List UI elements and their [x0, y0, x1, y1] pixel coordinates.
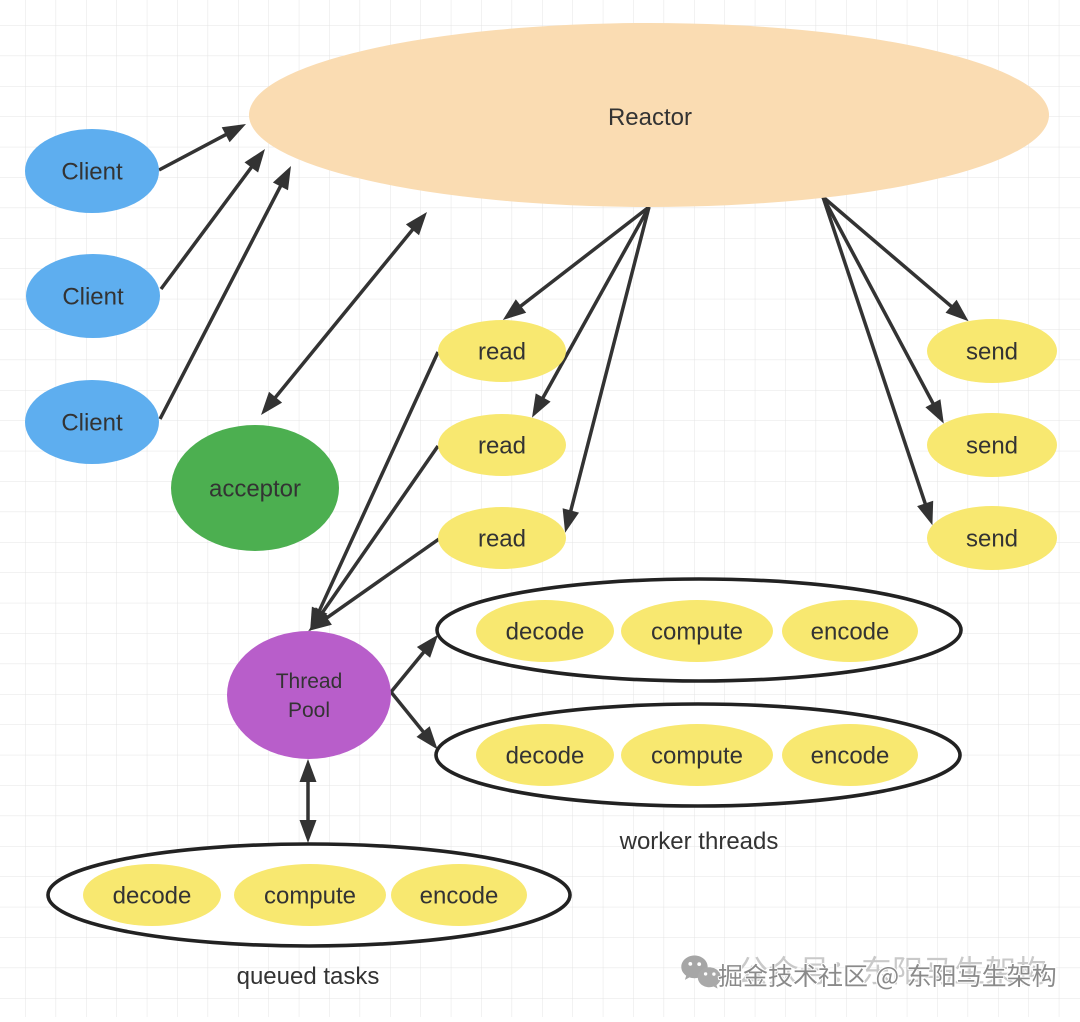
- svg-text:compute: compute: [264, 882, 356, 909]
- svg-text:encode: encode: [811, 618, 890, 645]
- svg-text:Reactor: Reactor: [608, 104, 692, 131]
- svg-text:read: read: [478, 525, 526, 552]
- svg-text:decode: decode: [506, 742, 585, 769]
- svg-text:encode: encode: [811, 742, 890, 769]
- svg-text:Client: Client: [61, 158, 123, 185]
- svg-text:send: send: [966, 432, 1018, 459]
- svg-text:queued tasks: queued tasks: [237, 963, 380, 990]
- svg-text:acceptor: acceptor: [209, 475, 301, 502]
- svg-text:Pool: Pool: [288, 699, 330, 722]
- svg-text:worker threads: worker threads: [619, 828, 779, 855]
- svg-text:Thread: Thread: [276, 670, 343, 693]
- svg-text:compute: compute: [651, 742, 743, 769]
- svg-text:read: read: [478, 432, 526, 459]
- svg-text:send: send: [966, 525, 1018, 552]
- svg-text:send: send: [966, 338, 1018, 365]
- svg-text:encode: encode: [420, 882, 499, 909]
- svg-text:Client: Client: [62, 283, 124, 310]
- svg-text:Client: Client: [61, 409, 123, 436]
- svg-text:decode: decode: [113, 882, 192, 909]
- svg-text:decode: decode: [506, 618, 585, 645]
- svg-text:read: read: [478, 338, 526, 365]
- svg-text:compute: compute: [651, 618, 743, 645]
